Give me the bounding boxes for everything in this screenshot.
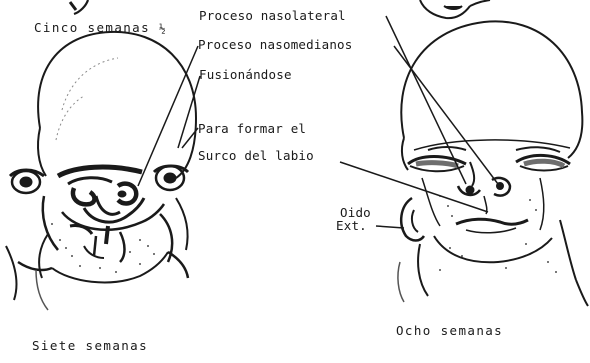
label-ext: Ext.: [336, 220, 367, 233]
label-surco-labio: Surco del labio: [198, 150, 314, 163]
leader-oido: [376, 226, 404, 228]
upper-right-fragment: [420, 0, 490, 18]
label-para-formar: Para formar el: [198, 123, 306, 136]
eight-week-embryo: [398, 21, 588, 306]
caption-seven-weeks: Siete semanas: [32, 340, 148, 353]
label-proceso-nasolateral: Proceso nasolateral: [199, 10, 346, 23]
caption-five-weeks: Cinco semanas ½: [34, 22, 166, 35]
five-week-embryo-fragment: [70, 0, 88, 14]
seven-week-embryo: [6, 32, 196, 310]
label-proceso-nasomedianos: Proceso nasomedianos: [198, 39, 353, 52]
label-fusionandose: Fusionándose: [199, 69, 292, 82]
caption-five-weeks-text: Cinco semanas: [34, 20, 150, 35]
caption-eight-weeks: Ocho semanas: [396, 325, 503, 338]
leader-nasolateral: [386, 16, 466, 184]
caption-five-weeks-half: ½: [159, 22, 166, 35]
